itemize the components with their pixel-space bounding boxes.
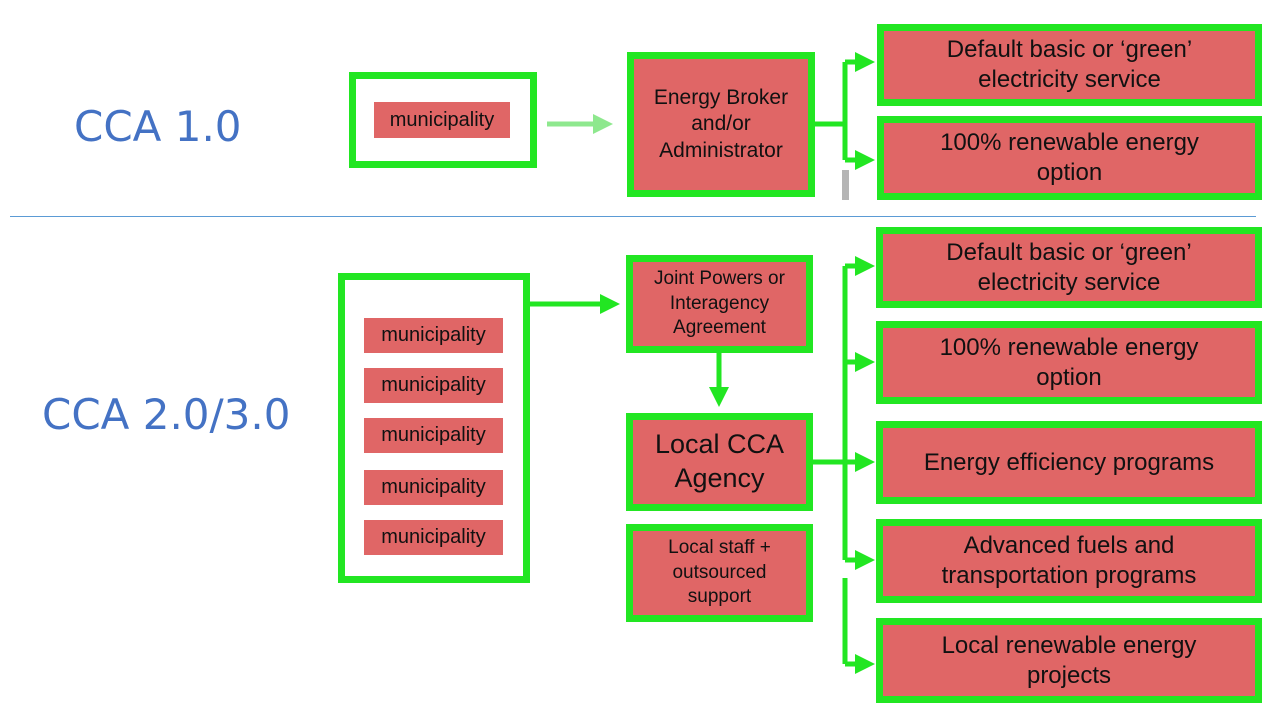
cca2-municipality-node: municipality bbox=[364, 418, 503, 453]
section-divider bbox=[10, 216, 1256, 217]
cca2-local-staff-node: Local staff + outsourced support bbox=[626, 524, 813, 622]
cca2-municipality-node: municipality bbox=[364, 318, 503, 353]
cca2-municipality-node: municipality bbox=[364, 470, 503, 505]
cca2-service-fuels-node: Advanced fuels and transportation progra… bbox=[876, 519, 1262, 603]
cca2-service-renewable-node: 100% renewable energy option bbox=[876, 321, 1262, 404]
cca2-service-default-node: Default basic or ‘green’ electricity ser… bbox=[876, 227, 1262, 308]
gray-mark bbox=[842, 170, 849, 200]
cca1-service-default-node: Default basic or ‘green’ electricity ser… bbox=[877, 24, 1262, 106]
cca2-arrows bbox=[530, 256, 875, 674]
section-label-cca1: CCA 1.0 bbox=[74, 102, 242, 151]
cca2-local-agency-node: Local CCA Agency bbox=[626, 413, 813, 511]
cca2-municipality-node: municipality bbox=[364, 520, 503, 555]
cca2-service-local-renewable-node: Local renewable energy projects bbox=[876, 618, 1262, 703]
cca1-arrows bbox=[547, 52, 875, 200]
cca2-joint-powers-node: Joint Powers or Interagency Agreement bbox=[626, 255, 813, 353]
cca1-municipality-node: municipality bbox=[374, 102, 510, 138]
cca1-service-renewable-node: 100% renewable energy option bbox=[877, 116, 1262, 200]
cca2-service-efficiency-node: Energy efficiency programs bbox=[876, 421, 1262, 504]
section-label-cca2: CCA 2.0/3.0 bbox=[42, 390, 291, 439]
cca1-energy-broker-node: Energy Broker and/or Administrator bbox=[627, 52, 815, 197]
cca2-municipality-node: municipality bbox=[364, 368, 503, 403]
